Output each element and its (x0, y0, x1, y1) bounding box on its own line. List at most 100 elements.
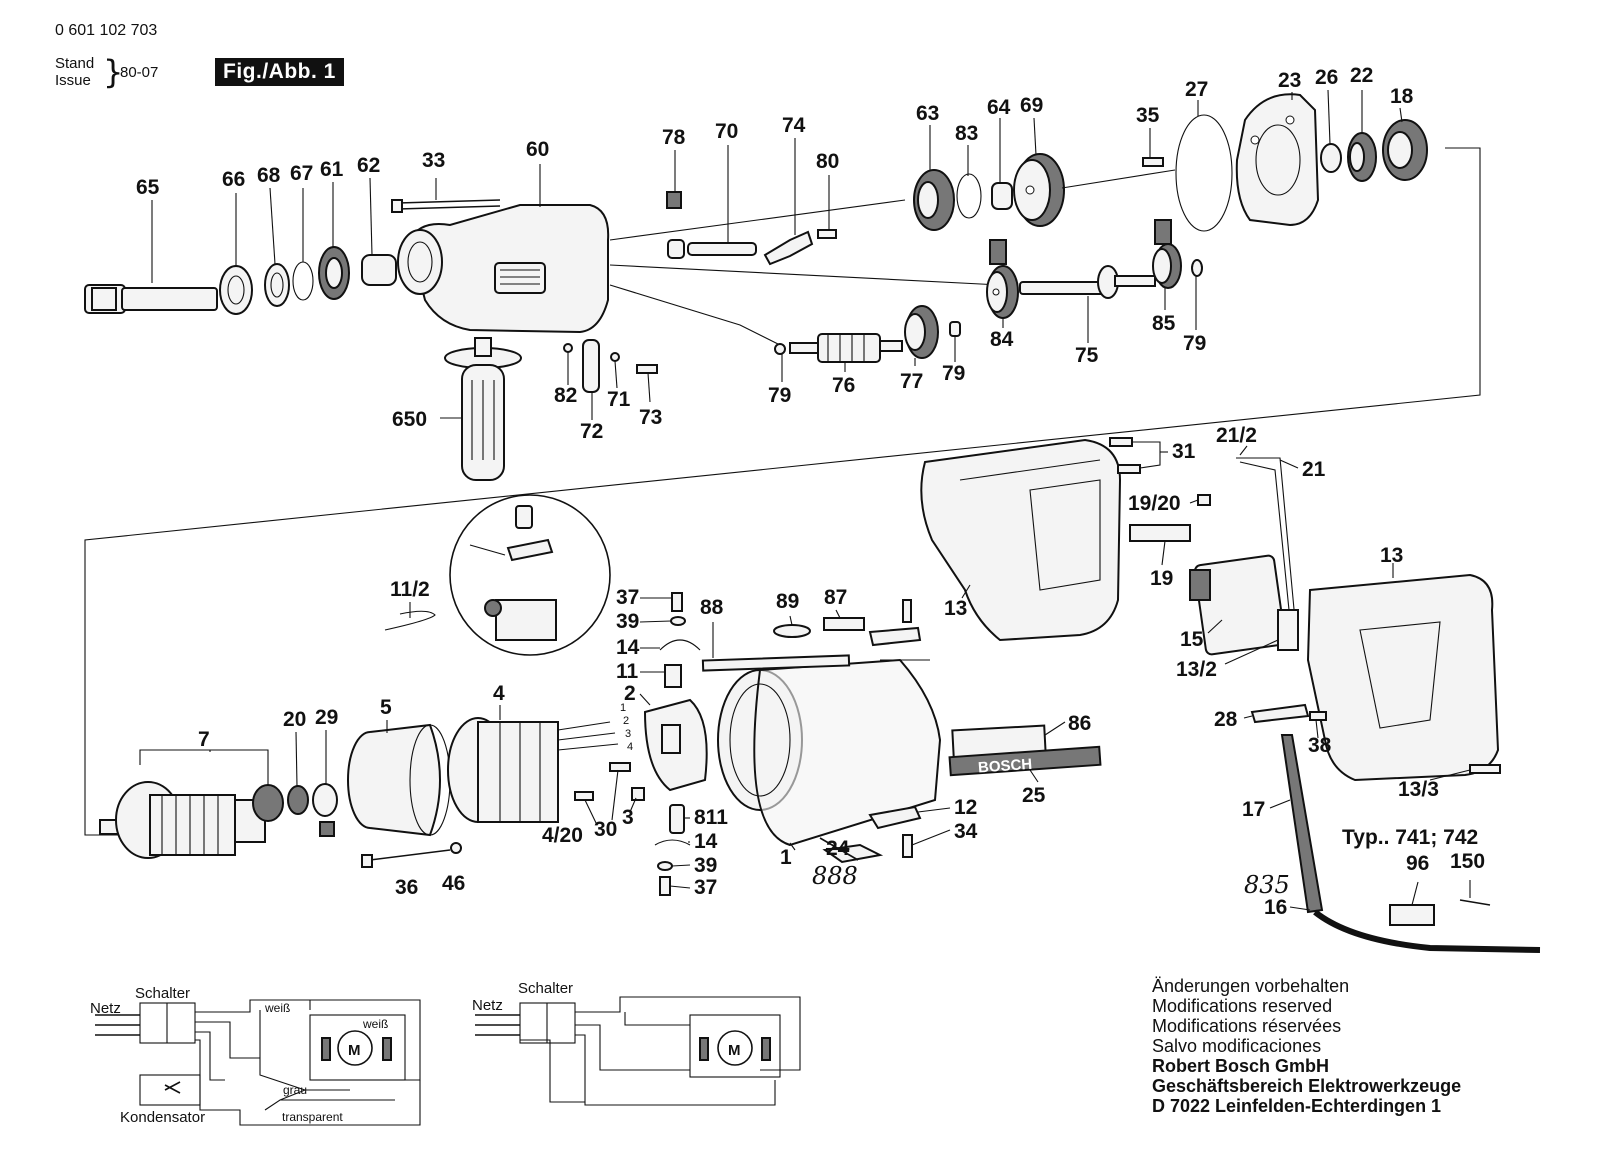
part-20-bearing (287, 785, 309, 815)
upper-frame-line (84, 147, 1481, 836)
issue-label: Issue (55, 72, 91, 89)
callout-79a: 79 (768, 384, 791, 407)
callout-70: 70 (715, 120, 738, 143)
callout-13a: 13 (944, 597, 967, 620)
part-25-nameplate (948, 745, 1102, 777)
part-78-spring (666, 191, 682, 209)
callout-14b: 14 (694, 830, 718, 853)
part-85-gear (1152, 243, 1182, 289)
callout-64: 64 (987, 96, 1011, 119)
upper-leader-lines (151, 89, 1403, 420)
callout-62: 62 (357, 154, 380, 177)
part-88-strip (701, 654, 851, 672)
part-4-field-coil (447, 717, 619, 823)
terminal-2: 2 (623, 715, 629, 727)
wiring-right-motor: M (728, 1042, 741, 1059)
part-85-spring (1154, 219, 1172, 245)
wiring-left-grau: grau (283, 1083, 307, 1097)
part-18-flange (1382, 119, 1428, 181)
callout-60: 60 (526, 138, 549, 161)
note-line-4: Salvo modificaciones (1152, 1036, 1322, 1056)
callout-85: 85 (1152, 312, 1176, 335)
callout-15: 15 (1180, 628, 1204, 651)
callout-80: 80 (816, 150, 839, 173)
callout-18: 18 (1390, 85, 1414, 108)
callout-67: 67 (290, 162, 313, 185)
part-19-20-spring (1197, 494, 1211, 506)
part-16-cable (1313, 909, 1541, 953)
part-80-screw (817, 229, 837, 239)
part-5-baffle (347, 723, 451, 837)
axis-line-mid (609, 264, 1001, 286)
callout-11-2: 11/2 (390, 578, 430, 601)
part-84-spring (989, 239, 1007, 265)
callout-72: 72 (580, 420, 603, 443)
callout-28: 28 (1214, 708, 1238, 731)
part-13-2-insert (1277, 609, 1299, 651)
terminal-1: 1 (620, 702, 626, 714)
callout-68: 68 (257, 164, 281, 187)
callout-888: 888 (812, 862, 858, 890)
part-62-bushing (361, 254, 397, 286)
part-74-lever (763, 230, 814, 266)
terminal-3: 3 (625, 728, 631, 740)
wiring-left-motor: M (348, 1042, 361, 1059)
callout-29: 29 (315, 706, 338, 729)
type-label: Typ.. 741; 742 (1342, 826, 1478, 849)
part-72-clamp (582, 339, 600, 393)
callout-150: 150 (1450, 850, 1485, 873)
part-39a-washer (670, 616, 686, 626)
part-36-screw (369, 849, 451, 861)
wiring-left-weiss-right: weiß (362, 1017, 388, 1031)
part-87-plate (823, 617, 865, 631)
nameplate-brand: BOSCH (977, 756, 1032, 777)
part-30-screw (609, 762, 631, 772)
company-division: Geschäftsbereich Elektrowerkzeuge (1152, 1076, 1462, 1096)
terminal-4: 4 (627, 741, 633, 753)
wiring-left-netz: Netz (90, 1000, 121, 1017)
callout-19-20: 19/20 (1128, 492, 1181, 515)
part-1-motor-housing (717, 658, 942, 847)
part-96-clip (1389, 904, 1435, 926)
stand-label: Stand (55, 55, 95, 72)
part-11-brush (664, 664, 682, 688)
part-13-handle-left (920, 438, 1122, 642)
part-83-circlip (956, 173, 982, 219)
figure-label: Fig./Abb. 1 (215, 58, 344, 86)
part-39b-washer (657, 861, 673, 871)
part-31a-screw (1109, 437, 1133, 447)
part-17-strain-relief (1280, 734, 1324, 914)
callout-27: 27 (1185, 78, 1208, 101)
callout-37a: 37 (616, 586, 639, 609)
part-67-washer (292, 261, 314, 301)
part-14b-spring (654, 839, 691, 846)
callout-87: 87 (824, 586, 847, 609)
callout-835: 835 (1244, 871, 1290, 899)
callout-13-3: 13/3 (1398, 778, 1439, 801)
callout-61: 61 (320, 158, 344, 181)
part-38-screw (1309, 711, 1327, 721)
callout-3: 3 (622, 806, 634, 829)
callout-33: 33 (422, 149, 445, 172)
part-13-handle-right (1306, 573, 1500, 782)
callout-78: 78 (662, 126, 686, 149)
part-64-bushing (991, 182, 1013, 210)
part-34-screw (902, 834, 913, 858)
part-33-screw (391, 199, 501, 213)
callout-21: 21 (1302, 458, 1326, 481)
callout-25: 25 (1022, 784, 1046, 807)
issue-date: 80-07 (120, 64, 159, 81)
callout-63: 63 (916, 102, 939, 125)
callout-39b: 39 (694, 854, 717, 877)
part-71-washer (610, 352, 620, 362)
part-29-insert (319, 821, 335, 837)
stand-issue-block: Stand Issue (55, 55, 94, 89)
callout-75: 75 (1075, 344, 1099, 367)
callout-11: 11 (616, 660, 639, 683)
part-11-2-clip (384, 610, 436, 631)
part-4-20-terminal (574, 791, 594, 801)
callout-4: 4 (493, 682, 505, 705)
part-bracket-top (868, 626, 922, 647)
part-79b-washer (949, 321, 961, 337)
